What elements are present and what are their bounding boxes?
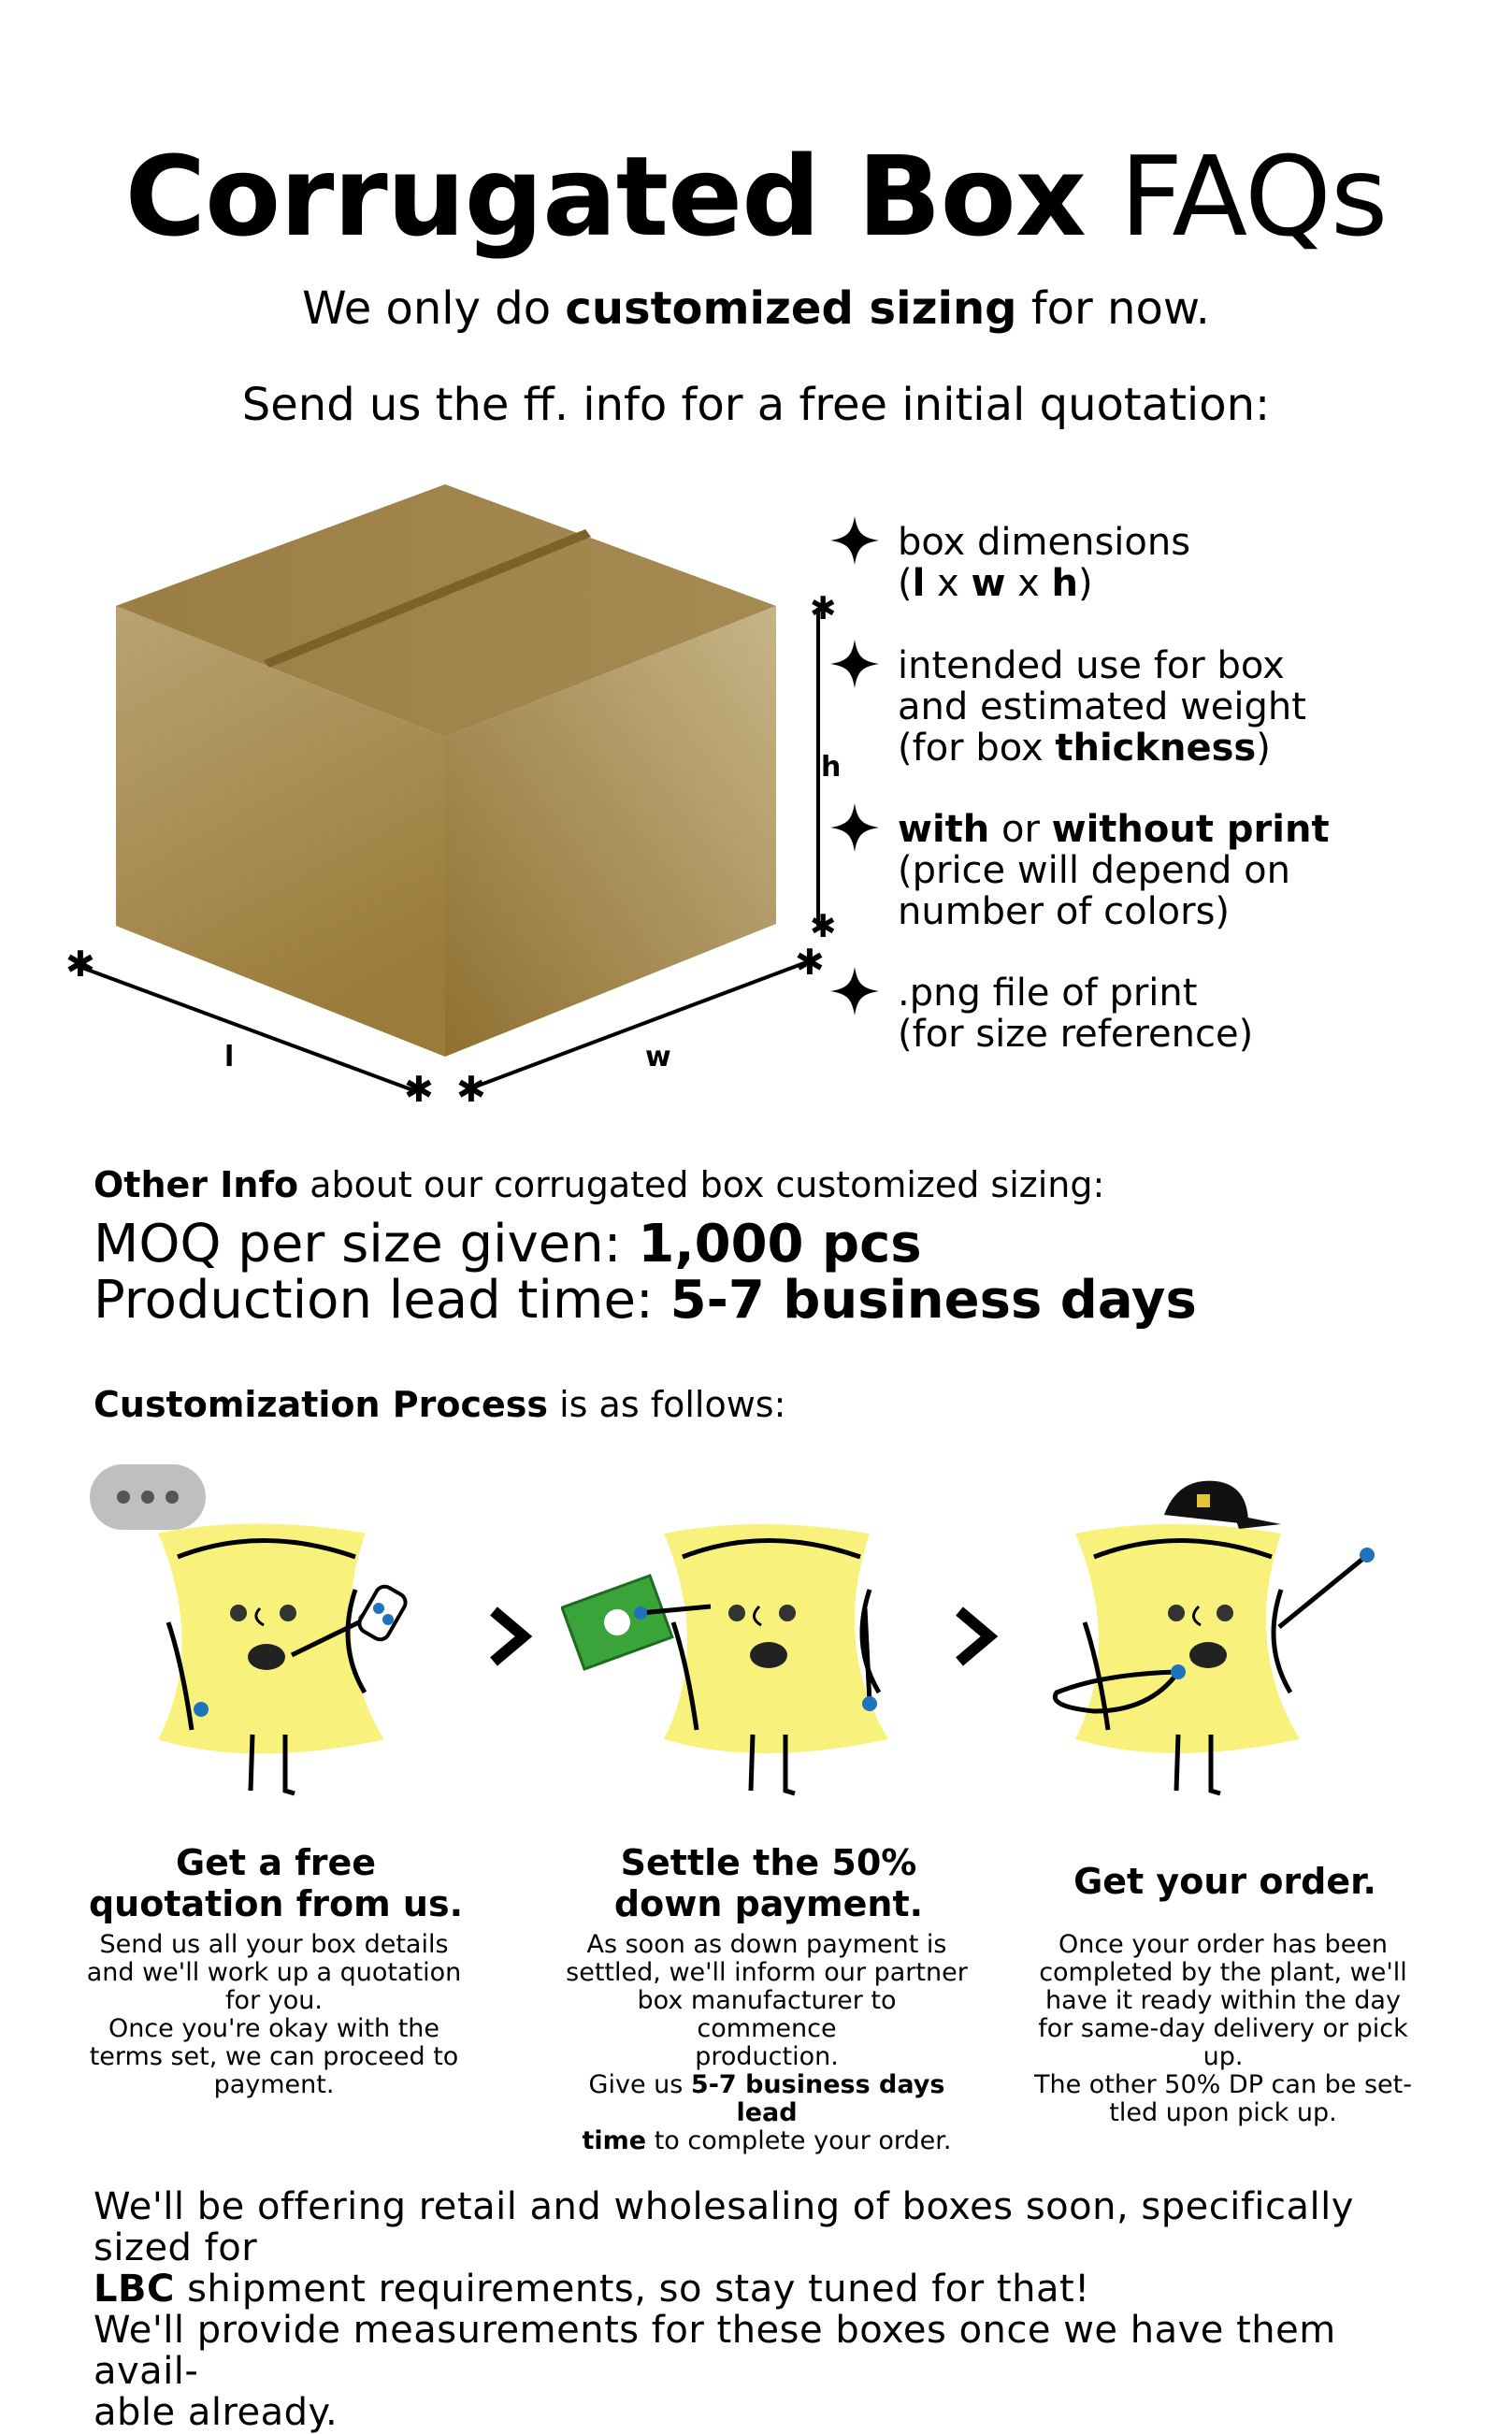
other-info-label: Other Info about our corrugated box cust… [94,1164,1105,1205]
height-label: h [821,751,841,784]
svg-text:✱: ✱ [810,908,837,945]
intro-bold: customized sizing [565,282,1017,335]
req-text: and estimated weight [898,685,1306,728]
step1-character [90,1464,408,1796]
requirement-print: with or without print (price will depend… [830,803,1477,933]
length-label: l [224,1041,234,1073]
req-text: (for box thickness) [898,727,1271,770]
intro-line-1: We only do customized sizing for now. [0,282,1512,335]
step3-character [1052,1480,1375,1796]
requirement-use-weight: intended use for box and estimated weigh… [830,640,1477,770]
box-tape [264,529,591,668]
lead-time-line: Production lead time: 5-7 business days [94,1270,1197,1331]
footer-note: We'll be offering retail and wholesaling… [94,2185,1354,2434]
money-icon [561,1574,674,1671]
requirement-dimensions: box dimensions (l x w x h) [830,516,1477,605]
box-side [445,606,776,1057]
process-label: Customization Process is as follows: [94,1384,786,1425]
four-point-star-icon [830,516,879,565]
svg-text:✱: ✱ [795,942,825,983]
width-label: w [645,1041,671,1073]
req-text: (for size reference) [898,1013,1254,1056]
box-illustration: ✱ ✱ ✱ ✱ ✱ ✱ l w h [65,484,841,1110]
step2-heading: Settle the 50%down payment. [613,1842,924,1924]
length-line [74,963,414,1092]
width-line [465,961,805,1092]
req-text: intended use for box [898,644,1285,687]
four-point-star-icon [830,640,879,688]
svg-text:✱: ✱ [65,943,95,985]
page-title: Corrugated Box FAQs [0,131,1512,262]
req-text: with or without print [898,808,1330,851]
dimension-lines [74,608,820,1092]
box-top [116,484,776,737]
title-light: FAQs [1119,132,1388,261]
svg-text:✱: ✱ [404,1069,434,1110]
intro-pre: We only do [302,282,552,335]
cap-icon [1164,1480,1281,1529]
req-text: .png file of print [898,972,1198,1015]
title-bold: Corrugated Box [124,132,1087,261]
dimension-marks: ✱ ✱ ✱ ✱ ✱ ✱ [65,590,837,1110]
four-point-star-icon [830,967,879,1015]
intro-line-2: Send us the ff. info for a free initial … [241,379,1271,431]
intro-post: for now. [1030,282,1210,335]
step3-heading: Get your order. [1073,1861,1376,1902]
speech-bubble-icon [90,1464,206,1530]
chevron-right-icon [956,1606,999,1666]
four-point-star-icon [830,803,879,852]
svg-text:✱: ✱ [456,1069,486,1110]
svg-text:✱: ✱ [810,590,837,627]
moq-line: MOQ per size given: 1,000 pcs [94,1214,922,1275]
box-front [116,606,445,1057]
step2-character [561,1524,888,1796]
req-text: (price will depend on [898,849,1290,892]
req-dims: (l x w x h) [898,562,1093,605]
phone-icon [357,1584,408,1642]
requirement-png: .png file of print (for size reference) [830,967,1477,1056]
chevron-right-icon [490,1606,533,1666]
req-text: number of colors) [898,890,1231,933]
req-text: box dimensions [898,521,1191,564]
